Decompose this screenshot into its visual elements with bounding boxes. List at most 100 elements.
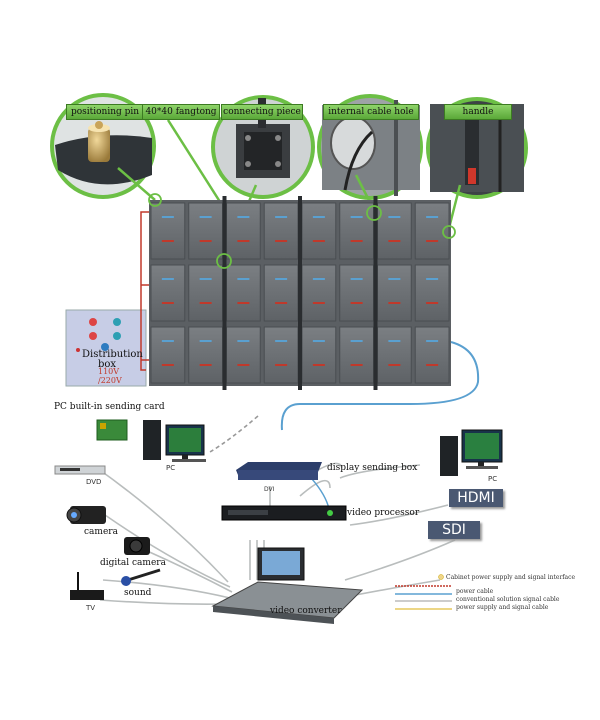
- microphone-device: [121, 568, 161, 586]
- power-connector-marker: [161, 240, 174, 242]
- led-module: [414, 264, 450, 322]
- signal-connector-marker: [275, 340, 288, 342]
- signal-connector-marker: [161, 340, 174, 342]
- sdi-badge: SDI: [428, 521, 480, 539]
- callout-handle: handle: [444, 104, 512, 120]
- display-sending-box-device: [236, 462, 322, 480]
- power-connector-marker: [275, 364, 288, 366]
- signal-connector-marker: [312, 216, 325, 218]
- signal-connector-marker: [237, 278, 250, 280]
- pc-sending-card-label: PC built-in sending card: [54, 402, 165, 412]
- digital-camera-device: [124, 537, 150, 555]
- power-connector-marker: [199, 302, 212, 304]
- signal-connector-marker: [275, 216, 288, 218]
- detail-positioning-pin: [50, 93, 156, 199]
- power-connector-marker: [388, 302, 401, 304]
- power-connector-marker: [161, 364, 174, 366]
- signal-connector-marker: [312, 340, 325, 342]
- power-connector-marker: [312, 364, 325, 366]
- power-connector-marker: [312, 240, 325, 242]
- voltage-110: 110V: [98, 367, 120, 376]
- distribution-box-title: Distribution box: [82, 350, 143, 370]
- power-connector-marker: [388, 364, 401, 366]
- dvi-label: DVI: [264, 486, 275, 493]
- camera-label: camera: [84, 527, 118, 537]
- led-module: [301, 264, 337, 322]
- hdmi-badge: HDMI: [449, 489, 503, 507]
- led-module: [263, 326, 299, 384]
- dvd-player: [54, 465, 106, 475]
- signal-connector-marker: [350, 278, 363, 280]
- power-lines: [140, 211, 149, 371]
- led-module: [188, 326, 223, 384]
- distribution-box: [65, 309, 147, 387]
- led-screen-wall: [149, 196, 451, 390]
- power-connector-marker: [275, 302, 288, 304]
- power-connector-marker: [350, 364, 363, 366]
- callout-internal-cable-hole: internal cable hole: [323, 104, 419, 120]
- power-connector-marker: [426, 302, 439, 304]
- video-processor-device: [221, 505, 347, 521]
- legend-item-conventional: conventional solution signal cable: [456, 596, 560, 603]
- signal-connector-marker: [426, 278, 439, 280]
- signal-connector-marker: [237, 216, 250, 218]
- led-module: [301, 202, 337, 260]
- led-module: [150, 264, 186, 322]
- signal-connector-marker: [199, 278, 212, 280]
- power-connector-marker: [199, 364, 212, 366]
- led-module: [188, 264, 223, 322]
- legend-item-power: power cable: [456, 588, 494, 595]
- led-module: [377, 326, 412, 384]
- led-module: [226, 202, 261, 260]
- legend-item-power-signal: power supply and signal cable: [456, 604, 549, 611]
- tv-device: [70, 572, 104, 600]
- led-module: [226, 326, 261, 384]
- power-connector-marker: [426, 240, 439, 242]
- power-connector-marker: [312, 302, 325, 304]
- signal-connector-marker: [161, 278, 174, 280]
- distribution-box-title-line1: Distribution: [82, 349, 143, 360]
- video-processor-label: video processor: [347, 508, 420, 518]
- sound-label: sound: [124, 588, 152, 598]
- digital-camera-label: digital camera: [100, 558, 166, 568]
- detail-connecting-piece: [211, 95, 315, 199]
- video-converter-label: video converter: [270, 606, 342, 616]
- fangtong-post: [373, 196, 378, 390]
- screen-signal-cable: [280, 341, 480, 431]
- led-module: [226, 264, 261, 322]
- fangtong-post: [298, 196, 302, 390]
- signal-connector-marker: [237, 340, 250, 342]
- led-module: [377, 264, 412, 322]
- pc-left-with-sending-card: [96, 419, 206, 462]
- legend-item-cabinet: Cabinet power supply and signal interfac…: [446, 574, 576, 581]
- tv-label: TV: [86, 604, 96, 612]
- power-connector-marker: [237, 240, 250, 242]
- pc-right-label: PC: [488, 475, 498, 483]
- signal-connector-marker: [161, 216, 174, 218]
- led-module: [339, 264, 374, 322]
- display-sending-box-label: display sending box: [327, 463, 418, 473]
- led-module: [263, 202, 299, 260]
- callout-positioning-pin: positioning pin: [66, 104, 144, 120]
- signal-connector-marker: [350, 340, 363, 342]
- power-connector-marker: [275, 240, 288, 242]
- wall-highlights: [148, 193, 456, 269]
- signal-connector-marker: [275, 278, 288, 280]
- led-module: [263, 264, 299, 322]
- signal-connector-marker: [350, 216, 363, 218]
- voltage-220: /220V: [98, 376, 122, 385]
- power-connector-marker: [237, 364, 250, 366]
- power-connector-marker: [388, 240, 401, 242]
- power-connector-marker: [350, 240, 363, 242]
- led-module: [339, 326, 374, 384]
- led-module: [377, 202, 412, 260]
- signal-connector-marker: [199, 216, 212, 218]
- signal-connector-marker: [426, 216, 439, 218]
- led-module: [188, 202, 223, 260]
- led-module: [150, 202, 186, 260]
- power-connector-marker: [237, 302, 250, 304]
- callout-connecting-piece: connecting piece: [221, 104, 303, 120]
- signal-connector-marker: [312, 278, 325, 280]
